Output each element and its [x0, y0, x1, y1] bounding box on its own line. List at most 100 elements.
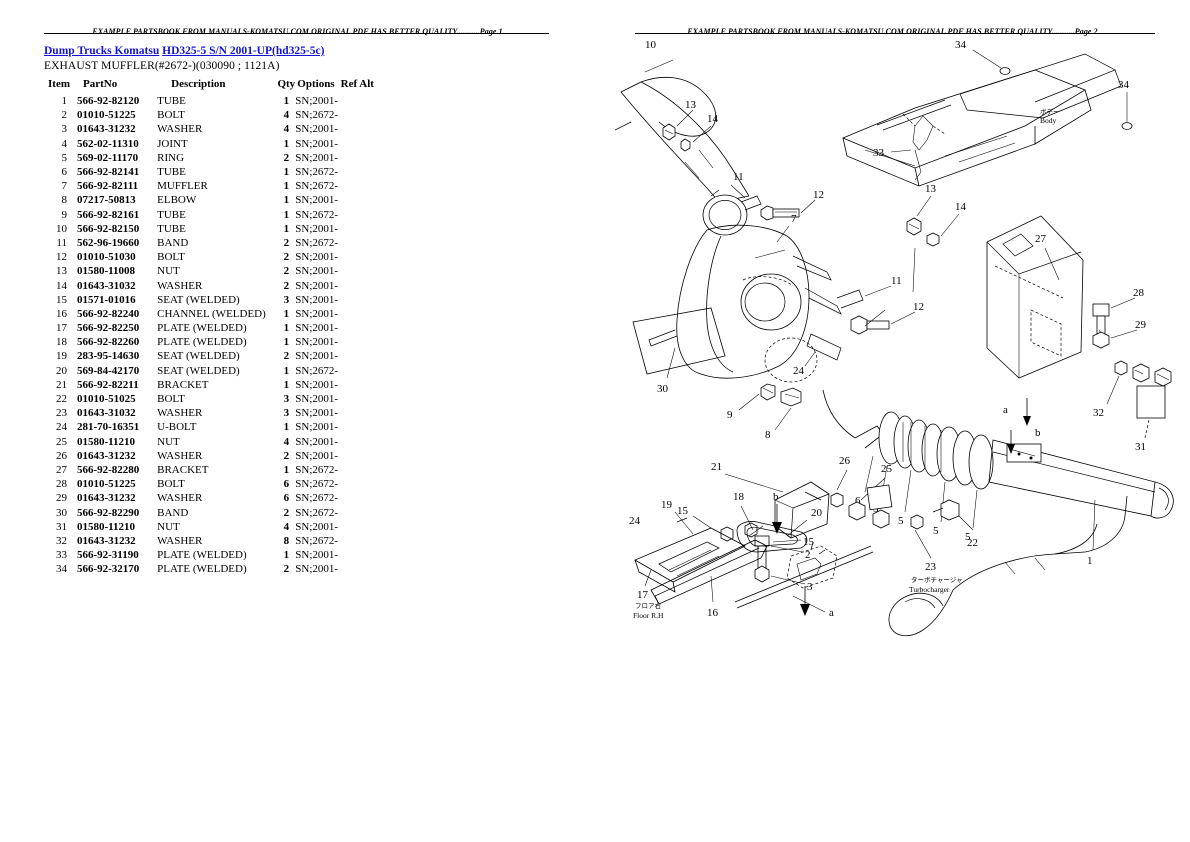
part-ref-alt [341, 307, 374, 321]
part-description: WASHER [157, 407, 203, 420]
part-description: RING [157, 151, 185, 164]
part-quantity: 1 [283, 364, 290, 377]
callout-19: 19 [661, 499, 673, 511]
part-options: SN;2672- [295, 236, 339, 249]
part-number: 01580-11210 [76, 520, 136, 533]
part-options: SN;2001- [295, 137, 339, 150]
part-number: 01643-31232 [76, 123, 136, 136]
part-item-number: 23 [55, 407, 67, 420]
part-quantity: 1 [283, 137, 290, 150]
part-quantity: 1 [283, 95, 290, 108]
clamp-11-lower: 11 12 13 14 [793, 183, 967, 377]
part-description: NUT [157, 435, 180, 448]
part-number: 566-92-82161 [76, 208, 140, 221]
part-description: MUFFLER [157, 180, 208, 193]
part-options: SN;2001- [295, 151, 339, 164]
part-number: 566-92-32170 [76, 563, 140, 576]
part-quantity: 2 [283, 251, 290, 264]
callout-11-lower: 11 [891, 275, 902, 287]
callout-5-b: 5 [898, 515, 904, 527]
column-header-description: Description [171, 78, 226, 90]
callout-6: 6 [855, 495, 861, 507]
part-ref-alt [341, 250, 374, 264]
callout-20: 20 [811, 507, 823, 519]
part-description: BRACKET [157, 378, 209, 391]
part-quantity: 1 [283, 378, 290, 391]
part-quantity: 2 [283, 279, 290, 292]
model-link[interactable]: HD325-5 S/N 2001-UP(hd325-5c) [162, 45, 325, 57]
part-options: SN;2001- [295, 421, 339, 434]
part-quantity: 3 [283, 393, 290, 406]
part-options: SN;2001- [295, 378, 339, 391]
part-ref-alt [341, 562, 374, 576]
part-item-number: 15 [55, 293, 67, 306]
machine-link[interactable]: Dump Trucks Komatsu [44, 45, 160, 57]
part-item-number: 10 [55, 222, 67, 235]
running-head-text: EXAMPLE PARTSBOOK FROM MANUALS-KOMATSU.C… [92, 27, 503, 36]
callout-10: 10 [645, 39, 657, 51]
part-item-number: 22 [55, 393, 67, 406]
part-number: 566-92-31190 [76, 549, 139, 562]
part-item-number: 20 [55, 364, 67, 377]
part-number: 566-92-82280 [76, 463, 140, 476]
part-ref-alt [341, 208, 374, 222]
callout-3: 3 [807, 581, 813, 593]
callout-21: 21 [711, 461, 722, 473]
part-number: 566-92-82150 [76, 222, 140, 235]
marker-b-upper: b [1035, 427, 1041, 439]
part-quantity: 6 [283, 478, 290, 491]
callout-16: 16 [707, 607, 719, 619]
part-description: PLATE (WELDED) [157, 336, 247, 349]
section-markers: a b [1003, 398, 1041, 454]
part-ref-alt [341, 463, 374, 477]
part-ref-alt [341, 278, 374, 292]
parts-table-wrapper: Item PartNo Description Qty Options Ref … [44, 78, 374, 576]
part-ref-alt [341, 420, 374, 434]
part-quantity: 4 [283, 123, 290, 136]
part-options: SN;2672- [295, 208, 339, 221]
part-item-number: 6 [61, 166, 67, 179]
callout-5-c: 5 [933, 525, 939, 537]
part-number: 566-92-82211 [76, 378, 139, 391]
part-ref-alt [341, 435, 374, 449]
part-quantity: 6 [283, 492, 290, 505]
part-quantity: 2 [283, 506, 290, 519]
turbo-label-en: Turbocharger [909, 585, 950, 594]
part-description: U-BOLT [157, 421, 197, 434]
part-item-number: 12 [55, 251, 67, 264]
